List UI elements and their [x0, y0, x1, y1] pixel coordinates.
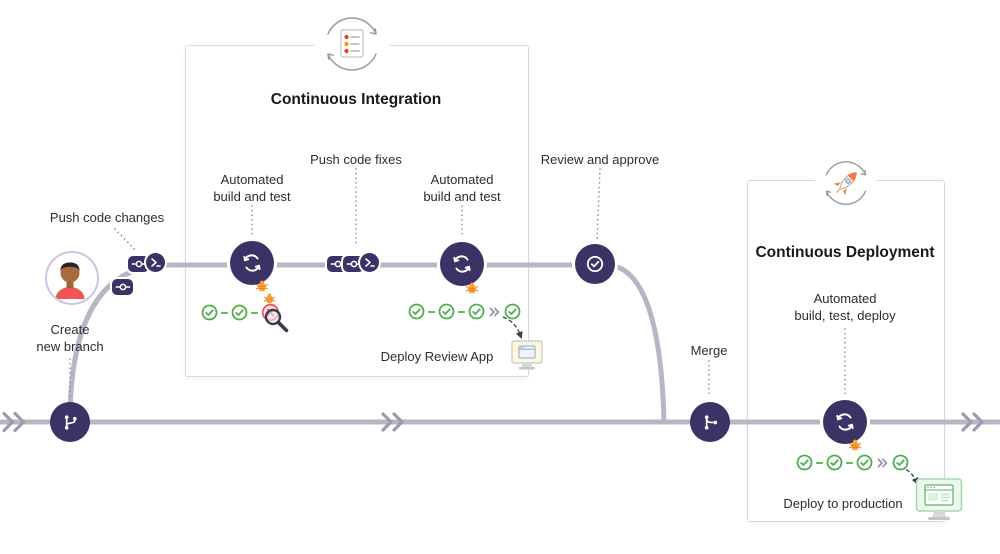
status-pass-icon [201, 304, 218, 321]
checklist-icon [340, 29, 364, 58]
label-automated-build-test-deploy: Automated build, test, deploy [794, 291, 896, 323]
commit-icon [112, 279, 133, 295]
person-icon [55, 262, 85, 303]
flow-chevrons-right-icon [961, 412, 984, 432]
chevron-double-icon [488, 306, 501, 318]
label-push-code-changes: Push code changes [49, 210, 165, 225]
label-push-code-fixes: Push code fixes [310, 152, 402, 167]
git-merge-icon [704, 414, 717, 430]
terminal-icon [360, 253, 379, 272]
terminal-icon [146, 253, 165, 272]
status-pass-icon [826, 454, 843, 471]
label-merge: Merge [690, 343, 728, 358]
approve-check-icon [586, 255, 604, 273]
branch-node [50, 402, 90, 442]
sync-icon [243, 254, 261, 272]
status-dash [221, 311, 228, 315]
status-pass-icon [438, 303, 455, 320]
git-branch-icon [64, 414, 77, 430]
review-app-monitor-icon [510, 340, 544, 372]
label-review-and-approve: Review and approve [540, 152, 660, 167]
cd-cycle-icon [815, 152, 877, 214]
rocket-icon [833, 172, 857, 196]
sync-icon [836, 413, 854, 431]
label-create-new-branch: Create new branch [36, 322, 104, 354]
status-pass-icon [796, 454, 813, 471]
status-pass-icon [231, 304, 248, 321]
flow-chevrons-middle-icon [381, 412, 404, 432]
status-pass-icon [504, 303, 521, 320]
status-pass-icon [856, 454, 873, 471]
review-approve-node [575, 244, 615, 284]
bug-icon [465, 281, 479, 294]
label-deploy-to-production: Deploy to production [783, 496, 903, 511]
cd-title: Continuous Deployment [755, 244, 935, 261]
label-automated-build-test-1: Automated build and test [213, 172, 291, 204]
build-test-node-2 [440, 242, 484, 286]
status-dash [458, 310, 465, 314]
flow-chevrons-left-icon [2, 411, 26, 433]
label-automated-build-test-2: Automated build and test [423, 172, 501, 204]
bug-icon [255, 279, 269, 292]
pipeline-status-row [408, 303, 521, 320]
ci-title: Continuous Integration [270, 91, 442, 108]
chevron-double-icon [876, 457, 889, 469]
pipeline-status-row [796, 454, 909, 471]
sync-icon [453, 255, 471, 273]
connector-push-code-changes [114, 228, 137, 252]
bug-icon [263, 292, 276, 304]
merge-node [690, 402, 730, 442]
connector-review-approve [596, 168, 601, 241]
status-dash [846, 461, 853, 465]
status-dash [428, 310, 435, 314]
avatar [45, 251, 99, 305]
production-monitor-icon [915, 478, 963, 522]
status-pass-icon [892, 454, 909, 471]
status-dash [816, 461, 823, 465]
status-pass-icon [468, 303, 485, 320]
cd-box [747, 180, 945, 522]
magnifier-icon [262, 306, 292, 336]
bug-icon [848, 438, 862, 451]
status-pass-icon [408, 303, 425, 320]
ci-cycle-icon [314, 6, 390, 82]
label-deploy-review-app: Deploy Review App [380, 349, 494, 364]
status-dash [251, 311, 258, 315]
